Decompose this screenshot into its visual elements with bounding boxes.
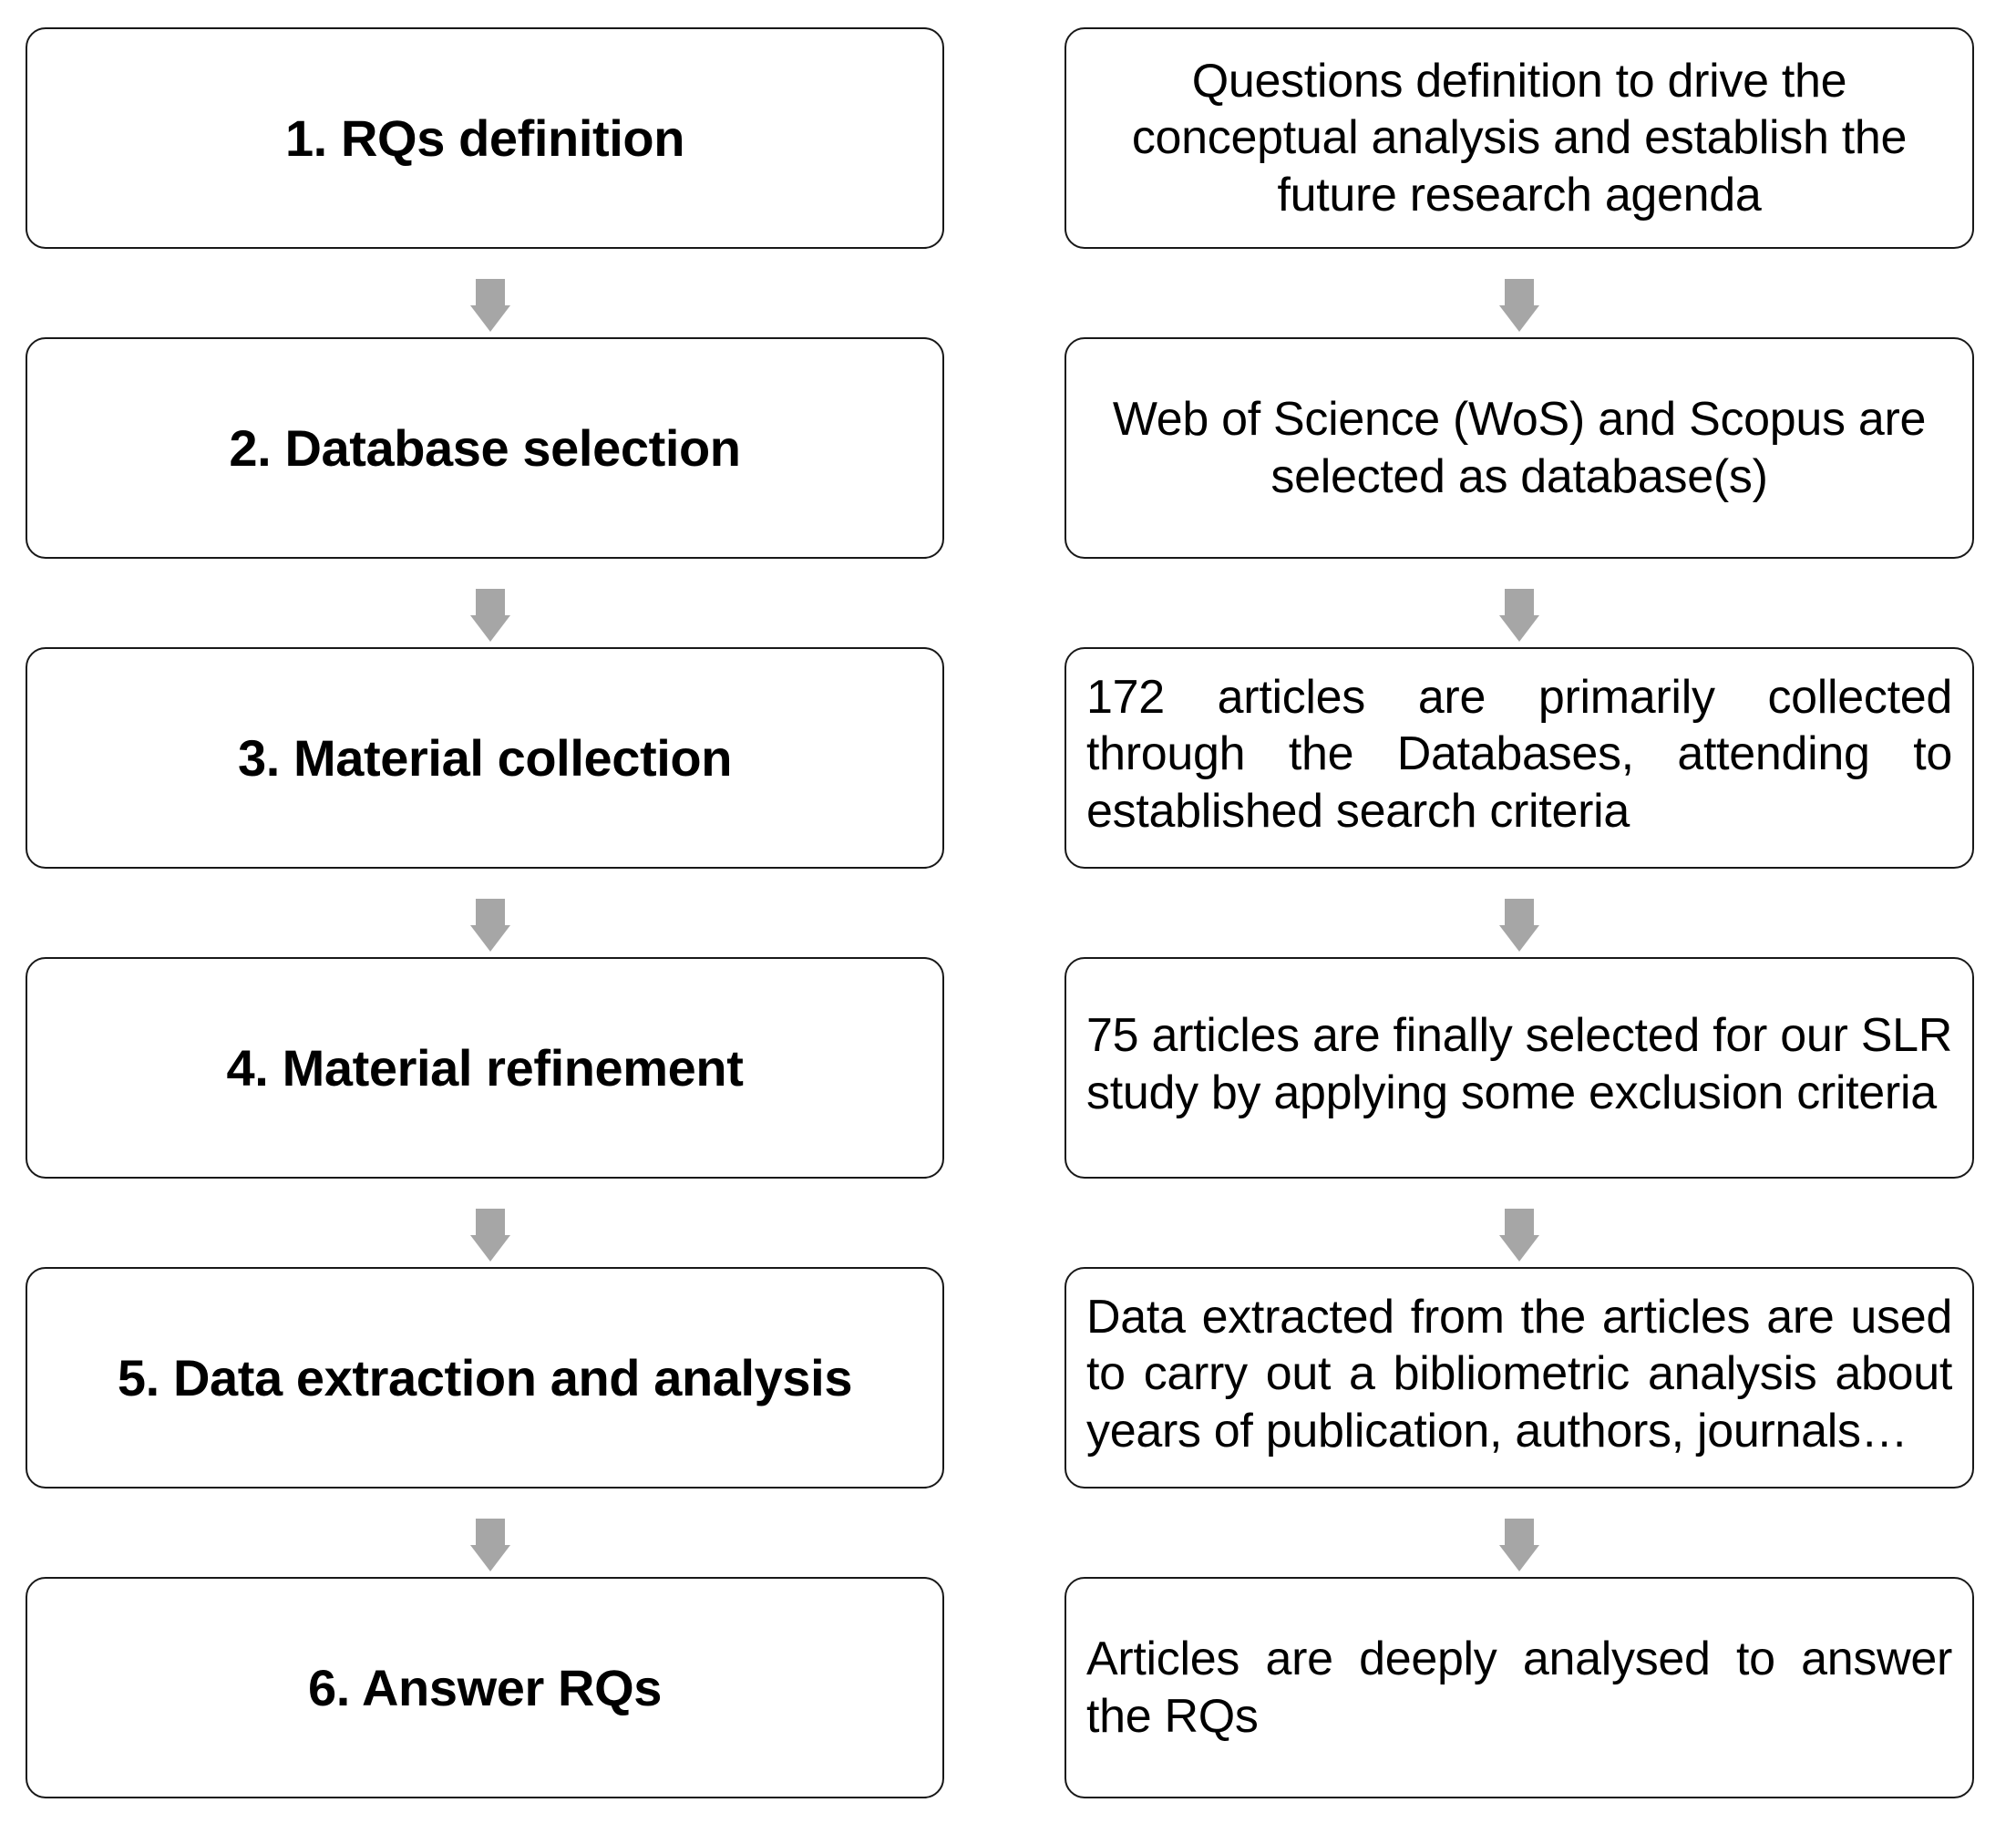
down-arrow-icon-left-3	[470, 899, 510, 952]
step-box-3[interactable]: 3. Material collection	[26, 647, 944, 869]
step-box-5[interactable]: 5. Data extraction and analysis	[26, 1267, 944, 1489]
arrow-head	[470, 305, 510, 332]
arrow-head	[1499, 925, 1539, 952]
down-arrow-icon-left-1	[470, 279, 510, 332]
description-text-6: Articles are deeply analysed to answer t…	[1086, 1633, 1952, 1743]
description-box-4[interactable]: 75 articles are finally selected for our…	[1065, 957, 1974, 1179]
arrow-head	[470, 1235, 510, 1262]
flow-row-6: 6. Answer RQs Articles are deeply analys…	[0, 1577, 2016, 1798]
down-arrow-icon-left-2	[470, 589, 510, 642]
description-text-1: Questions definition to drive the concep…	[1131, 54, 1908, 221]
arrow-head	[1499, 305, 1539, 332]
step-label-1: 1. RQs definition	[284, 108, 685, 167]
description-box-6[interactable]: Articles are deeply analysed to answer t…	[1065, 1577, 1974, 1798]
step-label-6: 6. Answer RQs	[308, 1658, 662, 1716]
step-box-4[interactable]: 4. Material refinement	[26, 957, 944, 1179]
step-box-2[interactable]: 2. Database selection	[26, 337, 944, 559]
description-box-5[interactable]: Data extracted from the articles are use…	[1065, 1267, 1974, 1489]
arrow-shaft	[476, 1519, 505, 1546]
down-arrow-icon-right-5	[1499, 1519, 1539, 1571]
down-arrow-icon-right-1	[1499, 279, 1539, 332]
flow-row-1: 1. RQs definition Questions definition t…	[0, 27, 2016, 249]
arrow-head	[470, 1545, 510, 1571]
arrow-head	[1499, 615, 1539, 642]
description-text-4: 75 articles are finally selected for our…	[1086, 1009, 1952, 1119]
arrow-shaft	[476, 279, 505, 306]
step-label-2: 2. Database selection	[229, 418, 741, 477]
down-arrow-icon-left-4	[470, 1209, 510, 1262]
flow-row-3: 3. Material collection 172 articles are …	[0, 647, 2016, 869]
description-box-2[interactable]: Web of Science (WoS) and Scopus are sele…	[1065, 337, 1974, 559]
down-arrow-icon-right-3	[1499, 899, 1539, 952]
arrow-shaft	[1505, 1519, 1534, 1546]
description-box-3[interactable]: 172 articles are primarily collected thr…	[1065, 647, 1974, 869]
arrow-shaft	[476, 899, 505, 926]
description-text-3: 172 articles are primarily collected thr…	[1086, 670, 1952, 838]
arrow-head	[1499, 1235, 1539, 1262]
flow-row-5: 5. Data extraction and analysis Data ext…	[0, 1267, 2016, 1489]
arrow-shaft	[476, 589, 505, 616]
flow-row-4: 4. Material refinement 75 articles are f…	[0, 957, 2016, 1179]
arrow-shaft	[1505, 589, 1534, 616]
down-arrow-icon-left-5	[470, 1519, 510, 1571]
description-box-1[interactable]: Questions definition to drive the concep…	[1065, 27, 1974, 249]
flow-row-2: 2. Database selection Web of Science (Wo…	[0, 337, 2016, 559]
arrow-head	[470, 615, 510, 642]
down-arrow-icon-right-2	[1499, 589, 1539, 642]
arrow-head	[470, 925, 510, 952]
arrow-head	[1499, 1545, 1539, 1571]
description-text-5: Data extracted from the articles are use…	[1086, 1290, 1952, 1458]
step-label-4: 4. Material refinement	[226, 1038, 744, 1097]
step-label-5: 5. Data extraction and analysis	[117, 1348, 853, 1406]
step-box-6[interactable]: 6. Answer RQs	[26, 1577, 944, 1798]
down-arrow-icon-right-4	[1499, 1209, 1539, 1262]
arrow-shaft	[1505, 1209, 1534, 1236]
step-box-1[interactable]: 1. RQs definition	[26, 27, 944, 249]
arrow-shaft	[1505, 279, 1534, 306]
arrow-shaft	[476, 1209, 505, 1236]
arrow-shaft	[1505, 899, 1534, 926]
step-label-3: 3. Material collection	[237, 728, 733, 787]
description-text-2: Web of Science (WoS) and Scopus are sele…	[1112, 393, 1927, 503]
